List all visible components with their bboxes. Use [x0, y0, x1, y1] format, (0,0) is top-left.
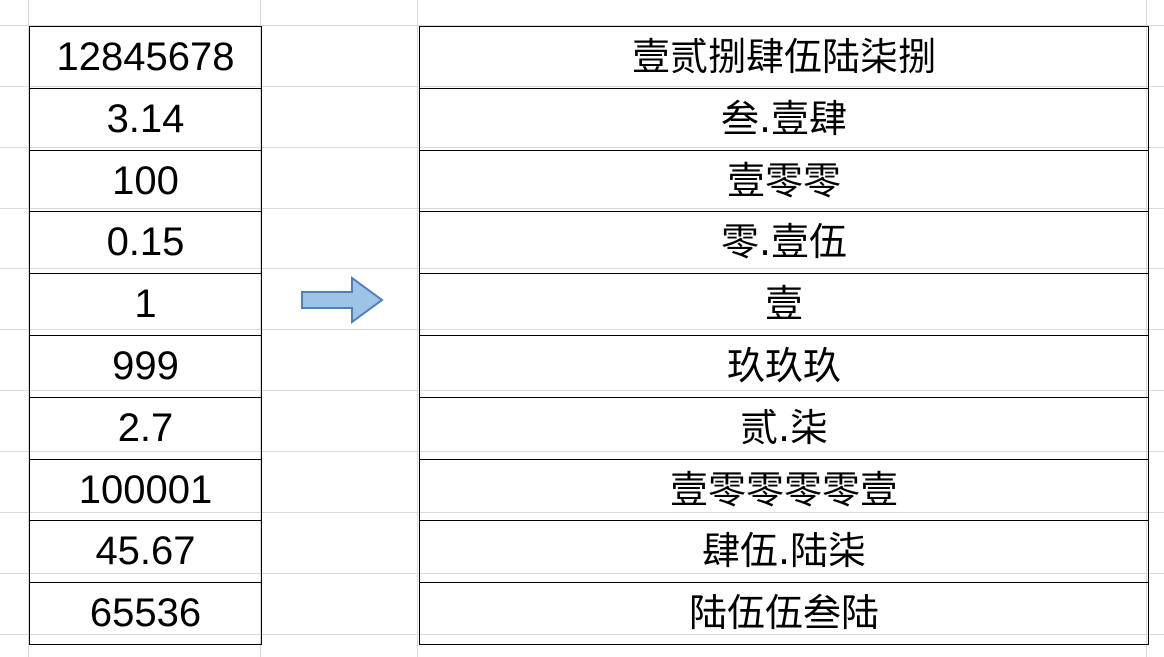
chinese-numeral-cell[interactable]: 零.壹伍 [419, 211, 1149, 275]
sheet-gridline-vertical [417, 0, 418, 657]
spacer-cell [262, 397, 420, 459]
table-row[interactable]: 2.7 贰.柒 [29, 396, 1149, 460]
source-number-cell[interactable]: 65536 [29, 582, 262, 645]
source-number-cell[interactable]: 3.14 [29, 87, 262, 151]
conversion-table: 12845678 壹贰捌肆伍陆柒捌 3.14 叁.壹肆 100 壹零零 0.15… [29, 26, 1149, 645]
spacer-cell [262, 150, 420, 212]
spacer-cell [262, 583, 420, 645]
spacer-cell [262, 88, 420, 150]
table-row[interactable]: 999 玖玖玖 [29, 334, 1149, 398]
chinese-numeral-cell[interactable]: 壹 [419, 273, 1149, 336]
source-number-cell[interactable]: 999 [29, 334, 262, 398]
chinese-numeral-cell[interactable]: 壹零零零零壹 [419, 458, 1149, 522]
source-number-cell[interactable]: 1 [29, 273, 262, 336]
source-number-cell[interactable]: 0.15 [29, 211, 262, 275]
spacer-cell [262, 335, 420, 397]
source-number-cell[interactable]: 100001 [29, 458, 262, 522]
source-number-cell[interactable]: 100 [29, 149, 262, 213]
conversion-table-body: 12845678 壹贰捌肆伍陆柒捌 3.14 叁.壹肆 100 壹零零 0.15… [29, 26, 1149, 645]
table-row[interactable]: 100001 壹零零零零壹 [29, 458, 1149, 522]
spacer-cell [262, 212, 420, 274]
sheet-gridline-vertical [28, 0, 29, 657]
table-row[interactable]: 12845678 壹贰捌肆伍陆柒捌 [29, 26, 1149, 89]
table-row[interactable]: 100 壹零零 [29, 149, 1149, 213]
chinese-numeral-cell[interactable]: 玖玖玖 [419, 334, 1149, 398]
table-row[interactable]: 45.67 肆伍.陆柒 [29, 520, 1149, 584]
table-row[interactable]: 65536 陆伍伍叁陆 [29, 582, 1149, 645]
chinese-numeral-cell[interactable]: 壹零零 [419, 149, 1149, 213]
source-number-cell[interactable]: 45.67 [29, 520, 262, 584]
sheet-gridline-horizontal [0, 25, 1164, 26]
table-row[interactable]: 3.14 叁.壹肆 [29, 87, 1149, 151]
chinese-numeral-cell[interactable]: 贰.柒 [419, 396, 1149, 460]
chinese-numeral-cell[interactable]: 肆伍.陆柒 [419, 520, 1149, 584]
spacer-cell [262, 459, 420, 521]
table-row[interactable]: 0.15 零.壹伍 [29, 211, 1149, 275]
source-number-cell[interactable]: 2.7 [29, 396, 262, 460]
right-block-arrow-shape [301, 276, 384, 324]
chinese-numeral-cell[interactable]: 叁.壹肆 [419, 87, 1149, 151]
right-block-arrow-icon[interactable] [300, 276, 384, 324]
chinese-numeral-cell[interactable]: 陆伍伍叁陆 [419, 582, 1149, 645]
chinese-numeral-cell[interactable]: 壹贰捌肆伍陆柒捌 [419, 26, 1149, 89]
spacer-cell [262, 27, 420, 89]
spacer-cell [262, 521, 420, 583]
table-row[interactable]: 1 壹 [29, 273, 1149, 336]
source-number-cell[interactable]: 12845678 [29, 26, 262, 89]
